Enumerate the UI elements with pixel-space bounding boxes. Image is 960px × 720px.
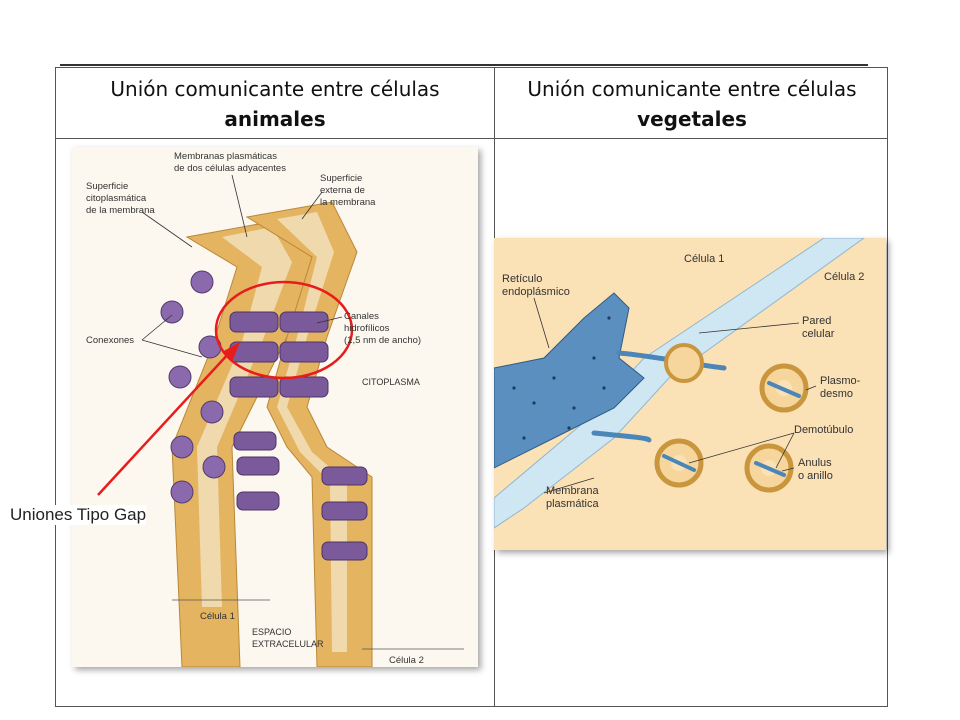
- plant-label-pared-1: Pared: [802, 315, 831, 327]
- plant-label-plasmodesmo-2: desmo: [820, 388, 853, 400]
- plant-label-pared-2: celular: [802, 328, 835, 340]
- plant-label-membrana-1: Membrana: [546, 485, 599, 497]
- cell-wall: [494, 238, 865, 529]
- plant-label-celula2: Célula 2: [824, 271, 864, 283]
- label-canales-3: (1,5 nm de ancho): [344, 335, 421, 346]
- label-conexones: Conexones: [86, 335, 134, 346]
- label-superficie-ext-2: externa de: [320, 185, 365, 196]
- animal-gap-junction-figure: Membranas plasmáticas de dos células ady…: [72, 147, 478, 667]
- label-membranas-1: Membranas plasmáticas: [174, 151, 277, 162]
- header-plant: Unión comunicante entre células vegetale…: [495, 74, 889, 134]
- label-superficie-ext-3: la membrana: [320, 197, 376, 208]
- label-celula1: Célula 1: [200, 611, 235, 622]
- endoplasmic-reticulum: [494, 292, 645, 469]
- label-superficie-cito-3: de la membrana: [86, 205, 155, 216]
- label-membranas-2: de dos células adyacentes: [174, 163, 286, 174]
- plant-label-reticulo-2: endoplásmico: [502, 286, 570, 298]
- plant-label-plasmodesmo-1: Plasmo-: [820, 375, 861, 387]
- plant-label-demotubulo: Demotúbulo: [794, 424, 853, 436]
- plant-label-membrana-2: plasmática: [546, 498, 599, 510]
- header-plant-line1: Unión comunicante entre células: [527, 77, 857, 101]
- header-plant-line2: vegetales: [637, 107, 747, 131]
- gap-junction-label: Uniones Tipo Gap: [10, 505, 147, 525]
- highlight-ellipse: [214, 280, 354, 380]
- plant-label-celula1: Célula 1: [684, 253, 724, 265]
- header-animal-line2: animales: [224, 107, 326, 131]
- label-superficie-ext-1: Superficie: [320, 173, 362, 184]
- label-espacio-2: EXTRACELULAR: [252, 639, 324, 649]
- comparison-table: Unión comunicante entre células animales…: [55, 67, 888, 707]
- header-animal: Unión comunicante entre células animales: [56, 74, 494, 134]
- label-espacio-1: ESPACIO: [252, 627, 291, 637]
- top-divider: [60, 64, 868, 66]
- plant-label-reticulo-1: Retículo: [502, 273, 542, 285]
- plant-label-anulus-2: o anillo: [798, 470, 833, 482]
- header-animal-line1: Unión comunicante entre células: [110, 77, 440, 101]
- header-divider: [56, 138, 887, 139]
- plant-label-anulus-1: Anulus: [798, 457, 832, 469]
- label-canales-1: Canales: [344, 311, 379, 322]
- plant-plasmodesma-figure: Célula 1 Célula 2 Retículo endoplásmico …: [494, 238, 886, 550]
- label-superficie-cito-1: Superficie: [86, 181, 128, 192]
- connexon-flower-group: [160, 270, 226, 504]
- label-citoplasma: CITOPLASMA: [362, 377, 420, 387]
- label-canales-2: hidrofílicos: [344, 323, 390, 334]
- label-superficie-cito-2: citoplasmática: [86, 193, 147, 204]
- label-celula2: Célula 2: [389, 655, 424, 666]
